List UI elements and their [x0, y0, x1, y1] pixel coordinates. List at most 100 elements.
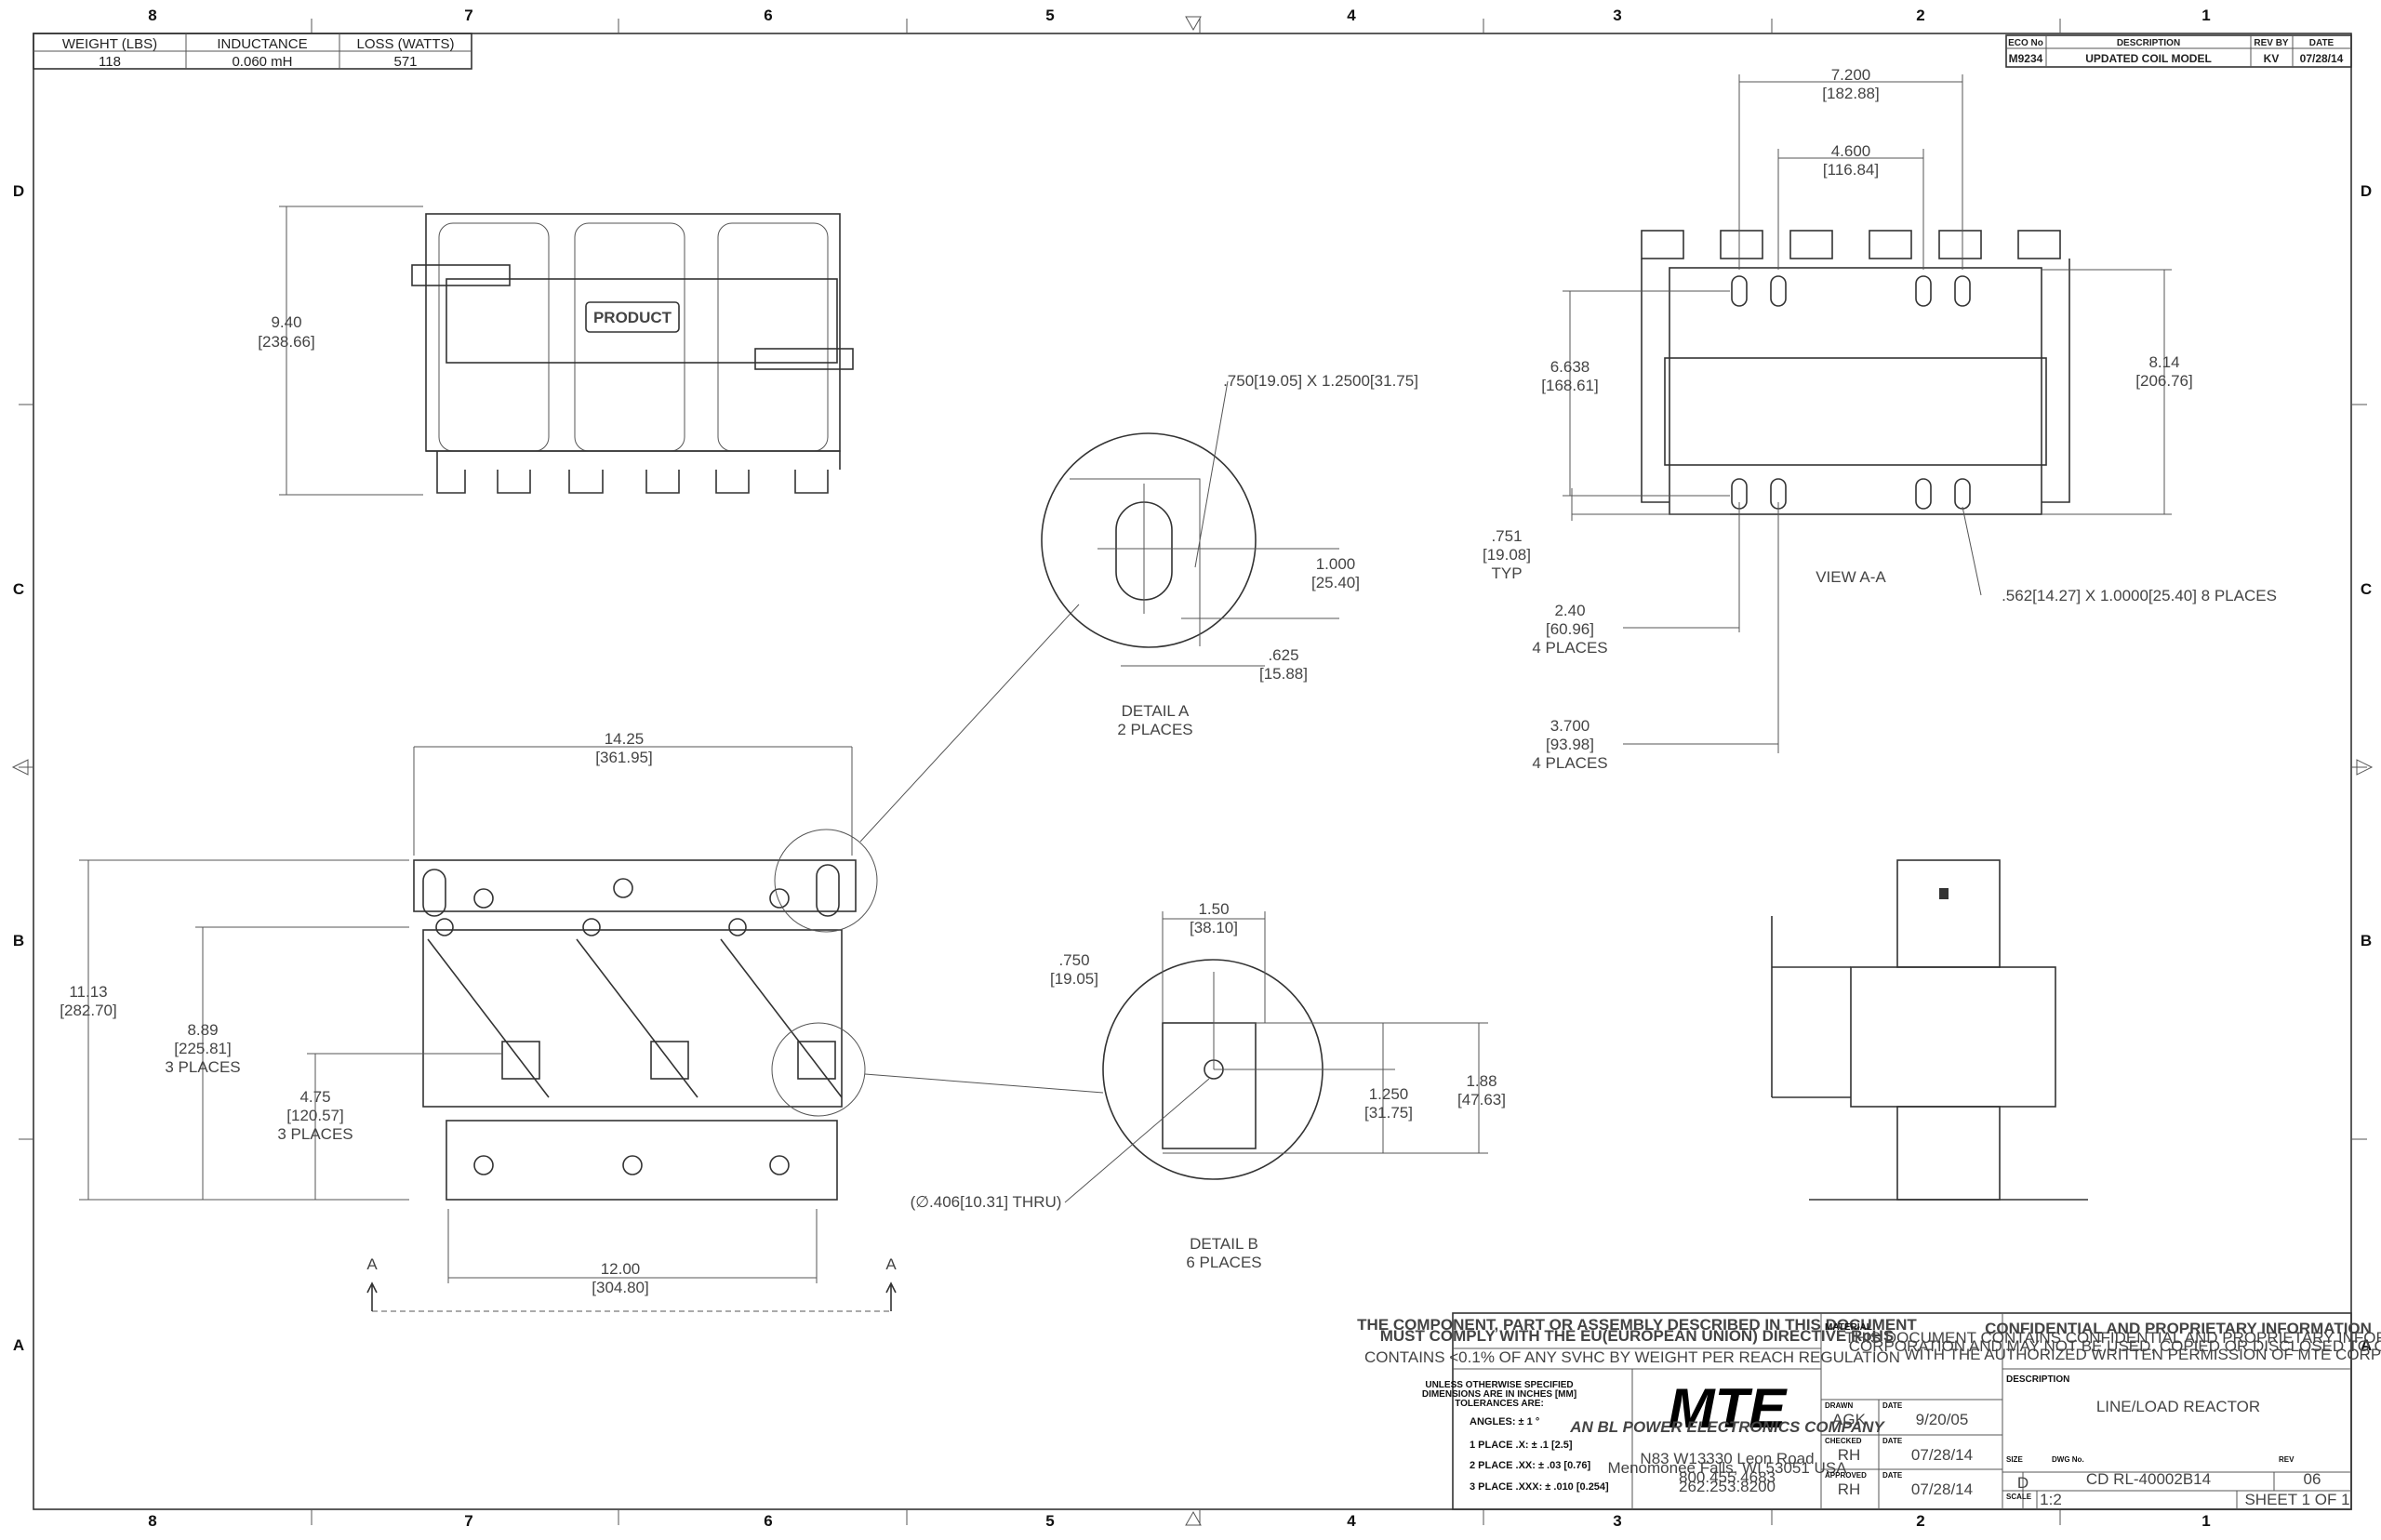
detail-a: .750[19.05] X 1.2500[31.75] 1.000[25.40]…: [1041, 372, 1418, 738]
svg-text:[168.61]: [168.61]: [1541, 377, 1598, 394]
zone-c: C: [13, 580, 24, 598]
svg-text:.625: .625: [1268, 646, 1298, 664]
svg-text:DETAIL A: DETAIL A: [1122, 702, 1190, 720]
svg-text:CONFIDENTIAL AND PROPRIETARY I: CONFIDENTIAL AND PROPRIETARY INFORMATION: [1985, 1320, 2372, 1337]
svg-text:ECO No: ECO No: [2008, 38, 2043, 48]
svg-text:[304.80]: [304.80]: [592, 1279, 648, 1296]
zone-4: 4: [1347, 7, 1356, 24]
svg-text:DATE: DATE: [1882, 1471, 1903, 1480]
svg-text:07/28/14: 07/28/14: [1911, 1480, 1973, 1498]
drawing-description: LINE/LOAD REACTOR: [2096, 1398, 2260, 1415]
svg-text:VIEW A-A: VIEW A-A: [1816, 568, 1886, 586]
zone-b: B: [2361, 932, 2372, 949]
drawing-number: CD RL-40002B14: [2086, 1470, 2211, 1488]
svg-text:07/28/14: 07/28/14: [2300, 52, 2344, 65]
front-view: 14.25[361.95] 11.13[282.70] 8.89[225.81]…: [60, 604, 1104, 1312]
zone-1: 1: [2201, 7, 2210, 24]
svg-text:MATERIAL: MATERIAL: [1825, 1322, 1872, 1333]
svg-text:1 PLACE .X: ± .1 [2.5]: 1 PLACE .X: ± .1 [2.5]: [1470, 1440, 1573, 1451]
svg-text:[120.57]: [120.57]: [286, 1107, 343, 1124]
svg-text:LOSS (WATTS): LOSS (WATTS): [357, 36, 455, 52]
zone-c: C: [2361, 580, 2372, 598]
zone-b: B: [13, 932, 24, 949]
zone-3: 3: [1613, 7, 1621, 24]
svg-text:[60.96]: [60.96]: [1546, 620, 1594, 638]
svg-text:571: 571: [393, 54, 417, 70]
svg-text:DWG No.: DWG No.: [2052, 1455, 2084, 1464]
sheet-border: [33, 33, 2352, 1510]
svg-text:ANGLES: ± 1 °: ANGLES: ± 1 °: [1470, 1416, 1539, 1427]
svg-text:DIMENSIONS ARE IN INCHES [MM]: DIMENSIONS ARE IN INCHES [MM]: [1422, 1389, 1576, 1400]
zone-2: 2: [1916, 1512, 1924, 1530]
svg-text:DATE: DATE: [1882, 1437, 1903, 1445]
svg-text:1.250: 1.250: [1369, 1085, 1409, 1103]
svg-text:[25.40]: [25.40]: [1311, 574, 1360, 591]
svg-text:800.455.4683: 800.455.4683: [1679, 1468, 1776, 1486]
zone-8: 8: [148, 7, 156, 24]
zone-d: D: [13, 182, 24, 200]
svg-text:UNLESS OTHERWISE SPECIFIED: UNLESS OTHERWISE SPECIFIED: [1425, 1380, 1573, 1390]
svg-text:3 PLACES: 3 PLACES: [277, 1125, 352, 1143]
top-view: PRODUCT 9.40[238.66]: [258, 206, 854, 496]
svg-text:MUST COMPLY WITH THE EU(EUROPE: MUST COMPLY WITH THE EU(EUROPEAN UNION) …: [1380, 1327, 1895, 1345]
zone-7: 7: [464, 1512, 472, 1530]
svg-text:[361.95]: [361.95]: [595, 749, 652, 766]
svg-text:0.060 mH: 0.060 mH: [232, 54, 292, 70]
svg-text:Menomonee Falls, WI 53051 USA: Menomonee Falls, WI 53051 USA: [1607, 1459, 1847, 1477]
svg-text:12.00: 12.00: [601, 1260, 641, 1278]
svg-text:TYP: TYP: [1491, 564, 1522, 582]
svg-text:CORPORATION AND MAY NOT BE USE: CORPORATION AND MAY NOT BE USED, COPIED …: [1849, 1337, 2381, 1355]
svg-text:[238.66]: [238.66]: [258, 333, 314, 351]
svg-text:[19.05]: [19.05]: [1050, 970, 1098, 988]
svg-text:SCALE: SCALE: [2006, 1493, 2032, 1501]
svg-text:2 PLACES: 2 PLACES: [1117, 721, 1192, 738]
svg-text:4 PLACES: 4 PLACES: [1532, 639, 1607, 657]
svg-text:07/28/14: 07/28/14: [1911, 1446, 1973, 1464]
zone-7: 7: [464, 7, 472, 24]
svg-text:[282.70]: [282.70]: [60, 1002, 116, 1019]
side-view: [1771, 859, 2088, 1201]
zone-ticks: [11, 16, 2374, 1526]
svg-text:118: 118: [99, 54, 121, 70]
svg-text:1:2: 1:2: [2040, 1491, 2062, 1508]
zone-4: 4: [1347, 1512, 1356, 1530]
zone-8: 8: [148, 1512, 156, 1530]
svg-text:[225.81]: [225.81]: [174, 1040, 231, 1057]
svg-text:DESCRIPTION: DESCRIPTION: [2117, 38, 2180, 48]
mte-logo: MTE: [1669, 1377, 1789, 1440]
svg-text:[47.63]: [47.63]: [1457, 1091, 1506, 1109]
svg-text:AN BL POWER ELECTRONICS COMPAN: AN BL POWER ELECTRONICS COMPANY: [1569, 1418, 1885, 1436]
svg-text:DATE: DATE: [2309, 38, 2334, 48]
svg-text:UPDATED COIL MODEL: UPDATED COIL MODEL: [2085, 52, 2212, 65]
svg-text:CONTAINS <0.1% OF ANY SVHC BY: CONTAINS <0.1% OF ANY SVHC BY WEIGHT PER…: [1364, 1348, 1900, 1366]
title-block: THE COMPONENT, PART OR ASSEMBLY DESCRIBE…: [1357, 1312, 2381, 1510]
svg-text:2.40: 2.40: [1554, 602, 1585, 619]
zone-a: A: [13, 1336, 24, 1354]
svg-text:6.638: 6.638: [1550, 358, 1590, 376]
svg-text:1.000: 1.000: [1316, 555, 1356, 573]
svg-text:8.14: 8.14: [2148, 353, 2179, 371]
svg-text:THE COMPONENT, PART OR ASSEMBL: THE COMPONENT, PART OR ASSEMBLY DESCRIBE…: [1357, 1316, 1917, 1334]
zone-1: 1: [2201, 1512, 2210, 1530]
svg-text:REV: REV: [2279, 1455, 2295, 1464]
svg-text:KV: KV: [2264, 52, 2280, 65]
svg-text:RH: RH: [1838, 1480, 1861, 1498]
svg-text:CHECKED: CHECKED: [1825, 1437, 1862, 1445]
svg-text:.751: .751: [1491, 527, 1522, 545]
svg-text:APPROVED: APPROVED: [1825, 1471, 1867, 1480]
svg-text:DESCRIPTION: DESCRIPTION: [2006, 1374, 2069, 1385]
svg-text:TOLERANCES ARE:: TOLERANCES ARE:: [1455, 1399, 1544, 1409]
svg-text:A: A: [885, 1255, 897, 1273]
svg-text:DATE: DATE: [1882, 1401, 1903, 1410]
svg-text:INDUCTANCE: INDUCTANCE: [217, 36, 307, 52]
svg-text:A: A: [366, 1255, 378, 1273]
view-a-a: 7.200[182.88] 4.600[116.84] 6.638[168.61…: [1483, 66, 2277, 772]
svg-text:THIS DOCUMENT CONTAINS CONFIDE: THIS DOCUMENT CONTAINS CONFIDENTIAL AND …: [1844, 1329, 2381, 1347]
svg-text:.750: .750: [1058, 951, 1089, 969]
svg-text:[93.98]: [93.98]: [1546, 736, 1594, 753]
